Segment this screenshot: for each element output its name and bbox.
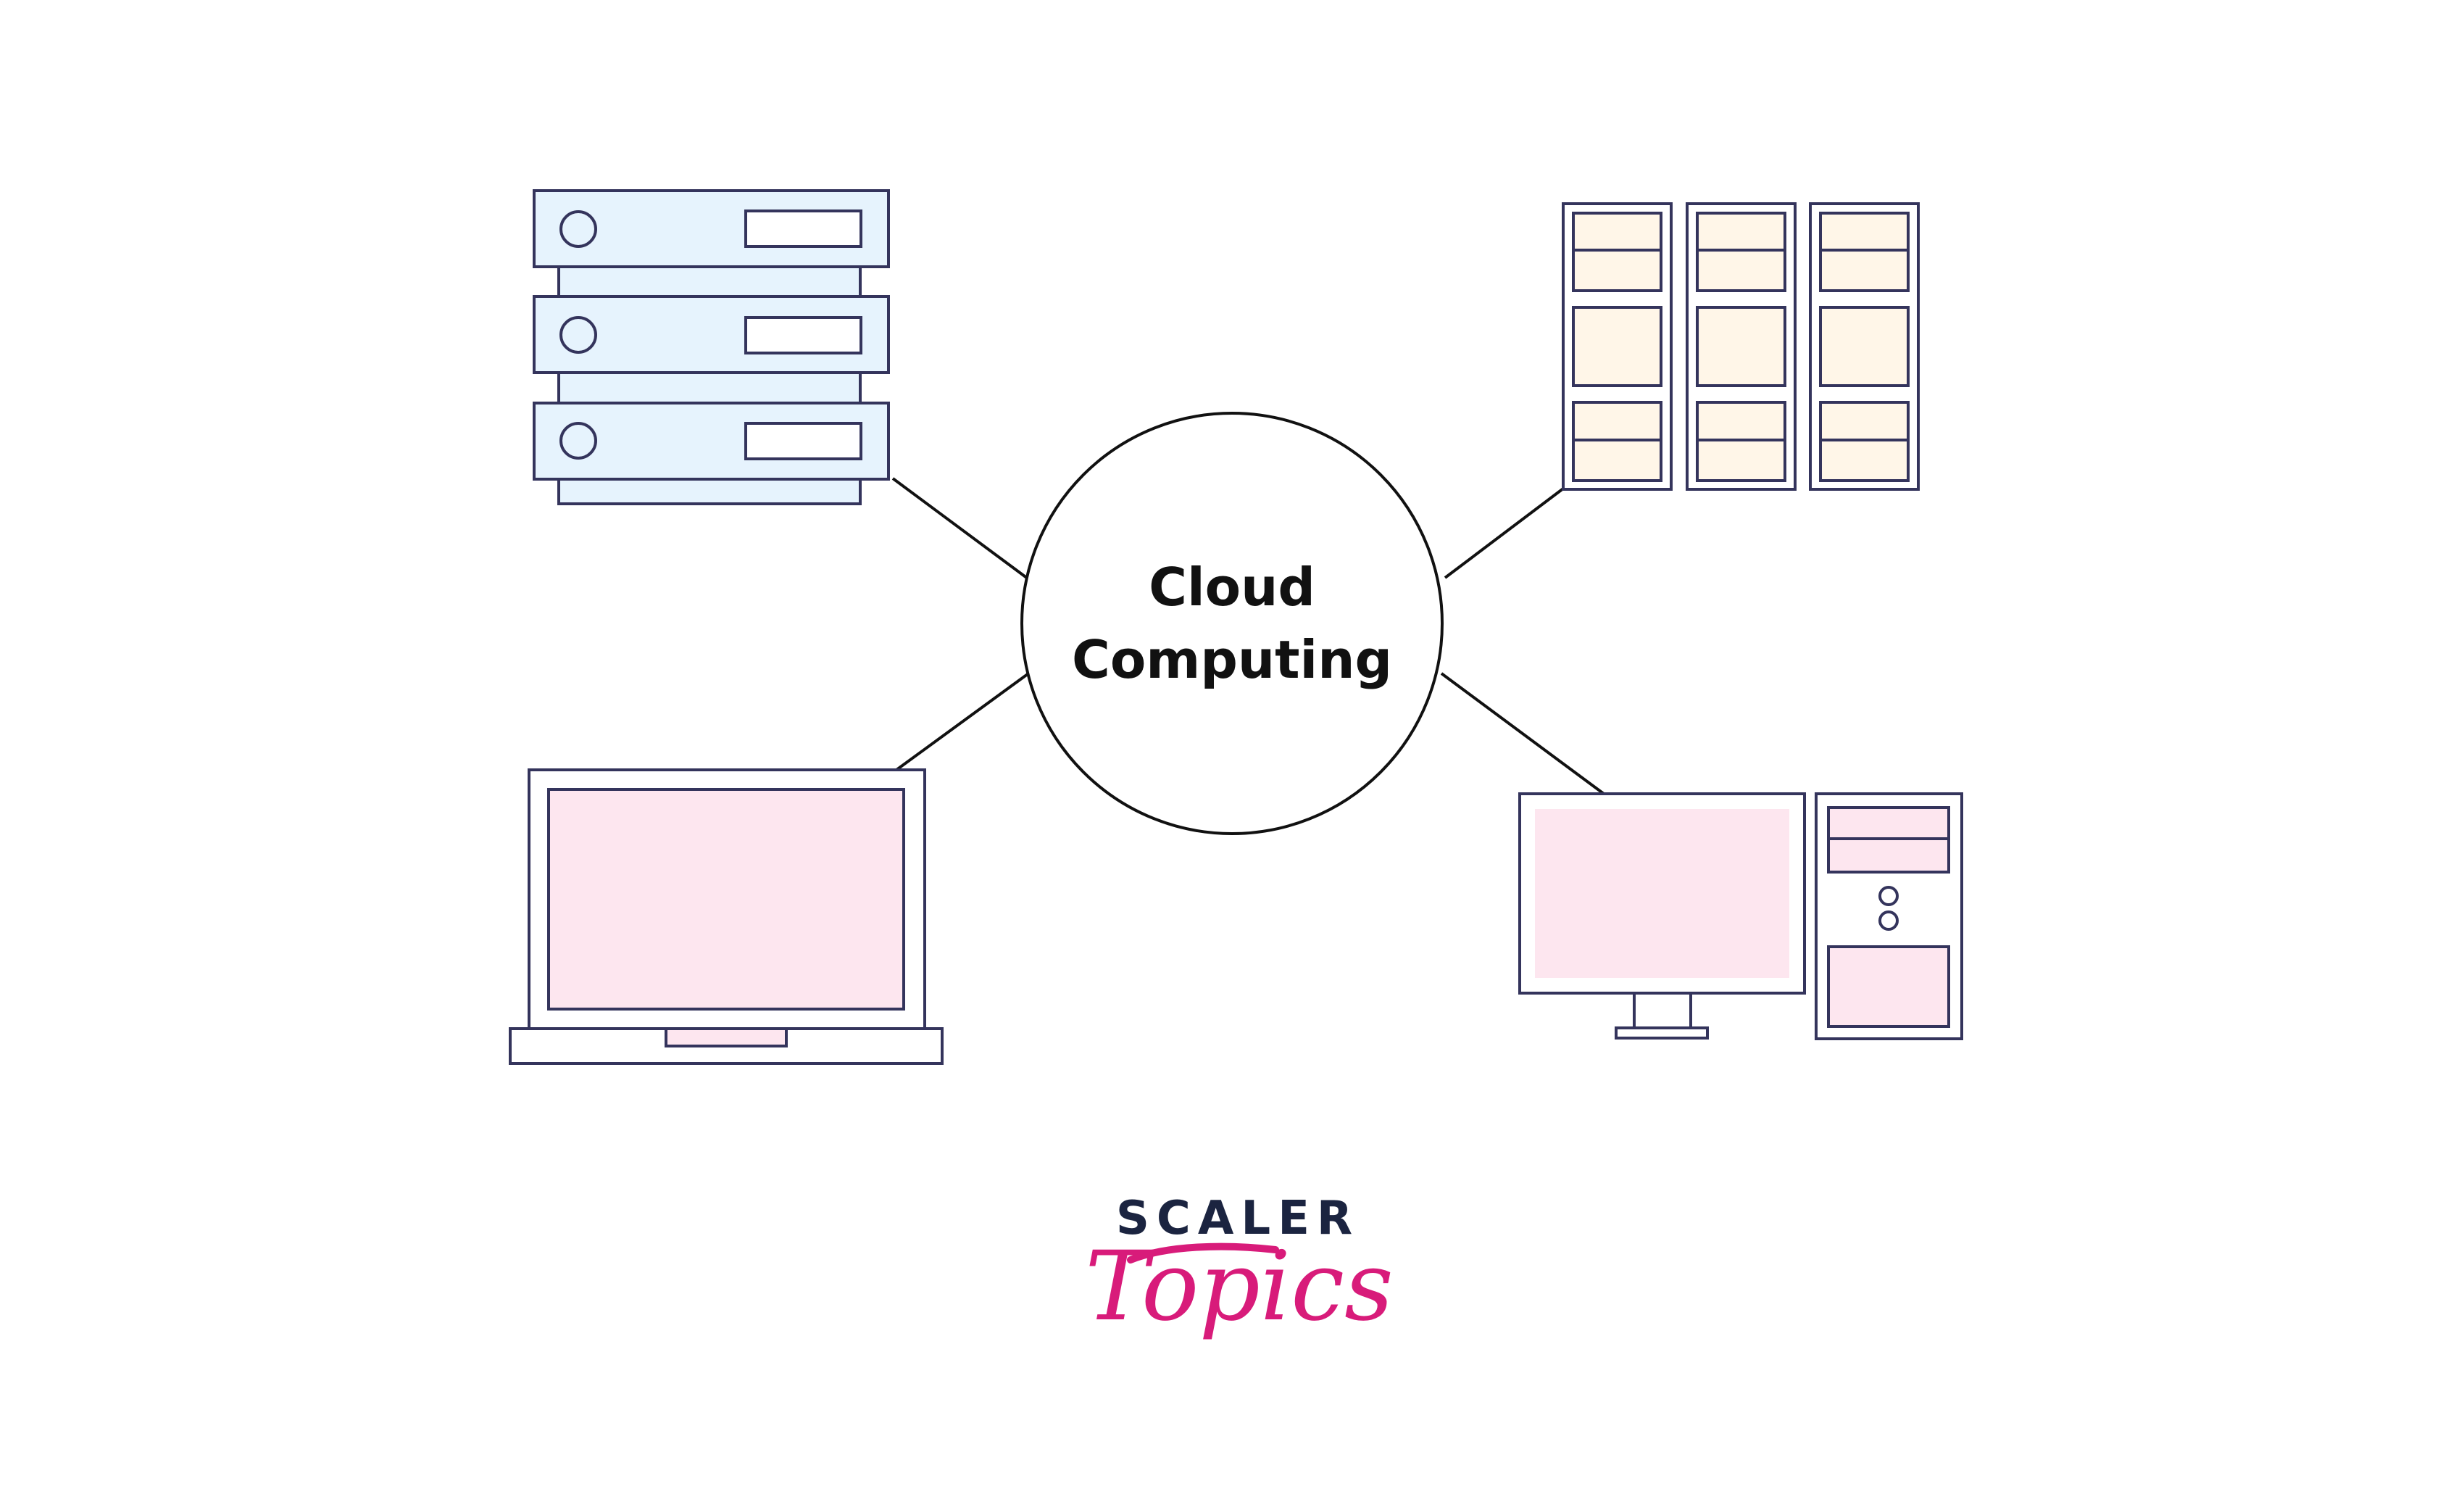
storage-cabinet-3 bbox=[1809, 202, 1920, 491]
desktop-tower bbox=[1815, 792, 1963, 1040]
laptop-icon bbox=[509, 768, 944, 1065]
server-rack-icon bbox=[533, 189, 890, 505]
hub-circle bbox=[1020, 412, 1444, 835]
brand-logo-bottom: Topics bbox=[1085, 1231, 1394, 1343]
brand-logo: SCALER Topics bbox=[1085, 1192, 1394, 1343]
connector-desktop bbox=[1440, 672, 1605, 795]
hub: Cloud Computing bbox=[1020, 412, 1444, 835]
hub-title-line-2: Computing bbox=[1072, 629, 1392, 690]
desktop-computer-icon bbox=[1518, 792, 1963, 1040]
desktop-monitor bbox=[1518, 792, 1806, 1040]
brand-logo-top: SCALER bbox=[1116, 1192, 1360, 1245]
storage-cabinet-2 bbox=[1686, 202, 1797, 491]
storage-cabinets-icon bbox=[1562, 202, 1920, 491]
connector-server-rack bbox=[891, 477, 1029, 580]
connector-storage-cabinets bbox=[1444, 487, 1565, 579]
brand-logo-swash bbox=[1127, 1242, 1279, 1264]
hub-title-line-1: Cloud bbox=[1149, 557, 1315, 618]
connectors bbox=[891, 477, 1605, 795]
connector-laptop bbox=[895, 671, 1032, 771]
storage-cabinet-1 bbox=[1562, 202, 1673, 491]
